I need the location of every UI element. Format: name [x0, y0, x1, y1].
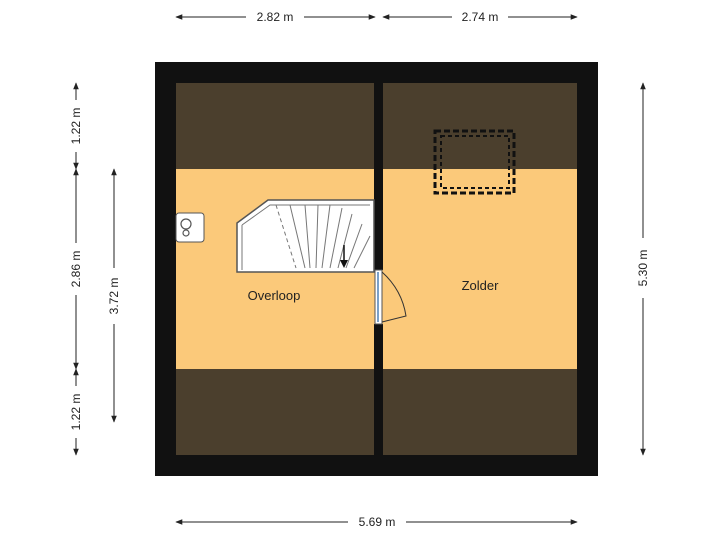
door-swing [381, 271, 407, 323]
dim-label-left-middle: 2.86 m [69, 251, 83, 288]
dim-label-left-top: 1.22 m [69, 108, 83, 145]
low-ceiling-top-left [176, 83, 374, 169]
low-ceiling-top-right [383, 83, 577, 169]
dim-label-top-right: 2.74 m [462, 10, 499, 24]
roof-hatch-inner [440, 135, 510, 189]
floor-zolder [383, 169, 577, 369]
dim-label-right: 5.30 m [636, 250, 650, 287]
staircase [236, 199, 375, 273]
washbasin [175, 212, 205, 243]
room-label-zolder: Zolder [462, 278, 500, 293]
low-ceiling-bottom-right [383, 369, 577, 455]
dim-label-top-left: 2.82 m [257, 10, 294, 24]
dim-label-left-inner: 3.72 m [107, 278, 121, 315]
roof-hatch [433, 129, 516, 195]
dim-label-left-bottom: 1.22 m [69, 394, 83, 431]
room-label-overloop: Overloop [248, 288, 301, 303]
dim-label-bottom: 5.69 m [359, 515, 396, 529]
low-ceiling-bottom-left [176, 369, 374, 455]
